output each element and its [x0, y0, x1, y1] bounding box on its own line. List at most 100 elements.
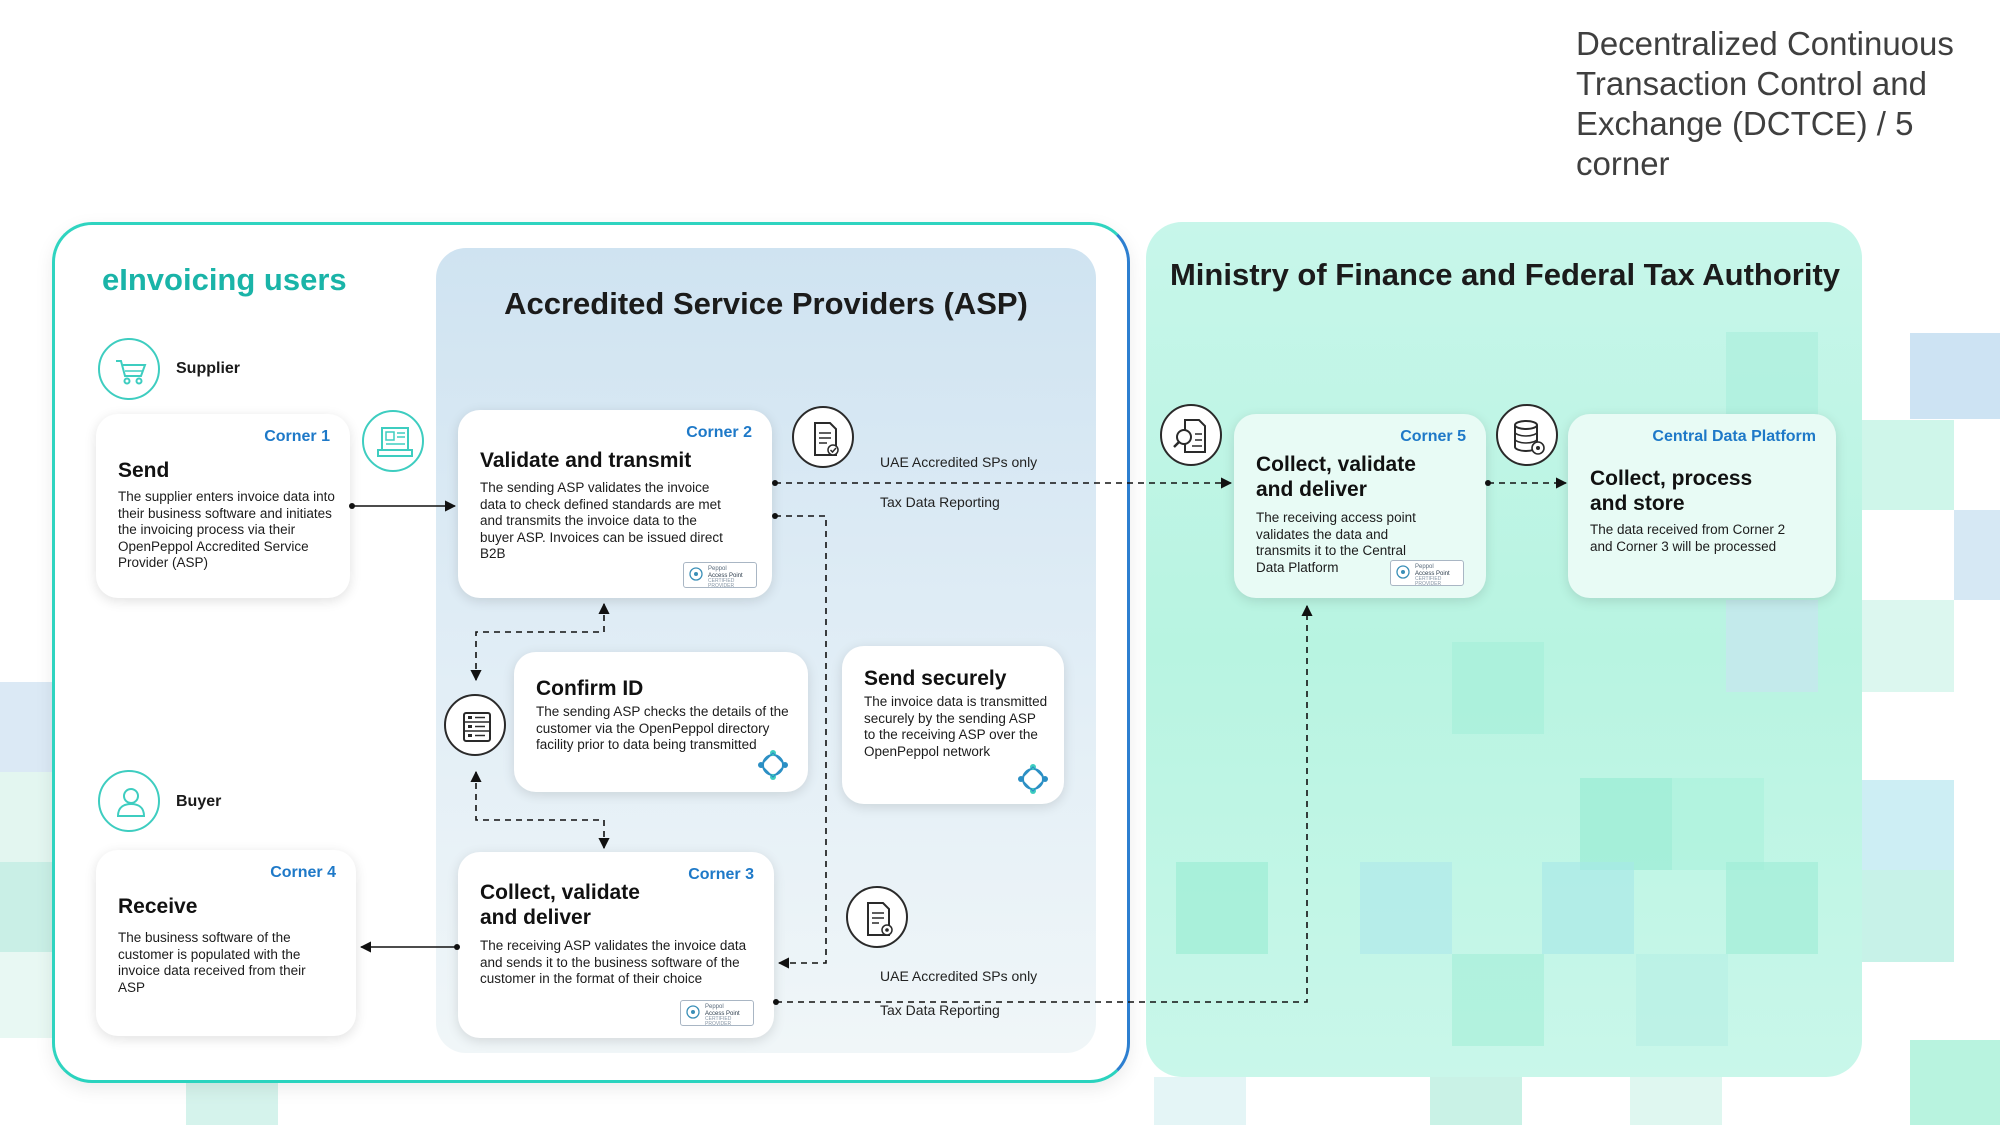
invoice-register-circle [362, 410, 424, 472]
card-title: Validate and transmit [480, 449, 692, 472]
bg-tile [1910, 333, 2000, 419]
user-icon [116, 788, 146, 817]
mof-heading: Ministry of Finance and Federal Tax Auth… [1169, 257, 1841, 292]
bg-tile [1862, 420, 1954, 510]
badge-line3: CERTIFIED PROVIDER [708, 578, 735, 589]
badge-line3: CERTIFIED PROVIDER [705, 1016, 732, 1027]
corner-label: Corner 1 [264, 428, 330, 445]
page-title: Decentralized Continuous Transaction Con… [1576, 25, 1954, 182]
send-securely-card: Send securely The invoice data is transm… [842, 646, 1064, 804]
card-title: Receive [118, 895, 198, 918]
buyer-label: Buyer [176, 793, 222, 810]
card-title: Collect, validate and deliver [1256, 453, 1416, 501]
bg-tile [1726, 332, 1818, 424]
bg-tile [1636, 954, 1728, 1046]
badge-line1: Peppol [1415, 564, 1434, 570]
validate-transmit-card: Corner 2 Validate and transmit The sendi… [458, 410, 772, 598]
tax-data-reporting-note: Tax Data Reporting [880, 494, 1000, 510]
database-gear-icon [1514, 420, 1545, 455]
card-title: Collect, validate and deliver [480, 881, 640, 929]
peppol-badge: Peppol Access Point CERTIFIED PROVIDER [683, 562, 757, 589]
document-gear-icon [867, 902, 893, 936]
bg-tile [1154, 1077, 1246, 1125]
send-card: Corner 1 Send The supplier enters invoic… [96, 414, 350, 598]
network-icon [758, 750, 788, 780]
card-title: Send [118, 459, 170, 482]
bg-tile [1452, 642, 1544, 734]
bg-tile [186, 1077, 278, 1125]
bg-tile [0, 772, 52, 862]
badge-line2: Access Point [1415, 571, 1450, 577]
card-description: The receiving access point validates the… [1256, 510, 1416, 575]
collect-validate-card-c5: Corner 5 Collect, validate and deliver T… [1234, 414, 1486, 598]
document-check-icon [814, 422, 839, 456]
bg-tile [0, 952, 52, 1038]
badge-line1: Peppol [705, 1004, 724, 1010]
corner-label: Corner 5 [1400, 428, 1466, 445]
peppol-logo-icon [689, 567, 703, 581]
address-book-circle [444, 694, 506, 756]
document-search-circle [1160, 404, 1222, 466]
network-icon [1018, 764, 1048, 794]
card-description: The sending ASP validates the invoice da… [480, 480, 723, 562]
card-title: Send securely [864, 667, 1007, 690]
peppol-badge: Peppol Access Point CERTIFIED PROVIDER [1390, 560, 1464, 587]
bg-tile [1542, 862, 1634, 954]
bg-tile [1726, 600, 1818, 692]
peppol-logo-icon [686, 1005, 700, 1019]
corner-label: Central Data Platform [1652, 428, 1816, 445]
card-description: The data received from Corner 2 and Corn… [1590, 522, 1786, 554]
database-gear-circle [1496, 404, 1558, 466]
card-title: Confirm ID [536, 677, 644, 700]
buyer-circle [98, 770, 160, 832]
supplier-circle [98, 338, 160, 400]
uae-accredited-note: UAE Accredited SPs only [880, 968, 1038, 984]
badge-line3: CERTIFIED PROVIDER [1415, 576, 1442, 587]
bg-tile [1176, 862, 1268, 954]
collect-validate-card-c3: Corner 3 Collect, validate and deliver T… [458, 852, 774, 1038]
bg-tile [1630, 1077, 1722, 1125]
card-description: The receiving ASP validates the invoice … [480, 938, 747, 987]
uae-accredited-note: UAE Accredited SPs only [880, 454, 1038, 470]
card-title: Collect, process and store [1590, 467, 1753, 515]
peppol-badge: Peppol Access Point CERTIFIED PROVIDER [680, 1000, 754, 1027]
einvoicing-users-heading: eInvoicing users [102, 262, 347, 297]
bg-tile [1862, 780, 1954, 872]
card-description: The invoice data is transmitted securely… [864, 694, 1048, 759]
bg-tile [0, 682, 52, 772]
document-check-circle [792, 406, 854, 468]
confirm-id-card: Confirm ID The sending ASP checks the de… [514, 652, 808, 792]
address-book-icon [463, 712, 491, 742]
supplier-label: Supplier [176, 360, 241, 377]
corner-label: Corner 3 [688, 866, 754, 883]
corner-label: Corner 2 [686, 424, 752, 441]
card-description: The sending ASP checks the details of th… [536, 704, 789, 753]
document-gear-circle [846, 886, 908, 948]
bg-tile [1672, 778, 1764, 870]
mof-panel [1146, 222, 1862, 1077]
invoice-register-icon [377, 427, 413, 457]
bg-tile [1862, 600, 1954, 692]
bg-tile [1862, 870, 1954, 962]
shopping-cart-icon [116, 360, 147, 385]
peppol-logo-icon [1396, 565, 1410, 579]
bg-tile [1726, 862, 1818, 954]
bg-tile [1430, 1077, 1522, 1125]
central-data-platform-card: Central Data Platform Collect, process a… [1568, 414, 1836, 598]
bg-tile [1910, 1040, 2000, 1125]
corner-label: Corner 4 [270, 864, 336, 881]
bg-tile [1954, 510, 2000, 600]
bg-tile [1360, 862, 1452, 954]
bg-tile [1580, 778, 1672, 870]
badge-line2: Access Point [708, 573, 743, 579]
card-description: The business software of the customer is… [118, 930, 306, 995]
tax-data-reporting-note: Tax Data Reporting [880, 1002, 1000, 1018]
card-description: The supplier enters invoice data into th… [118, 489, 335, 571]
bg-tile [0, 862, 52, 952]
asp-heading: Accredited Service Providers (ASP) [504, 286, 1028, 321]
badge-line2: Access Point [705, 1011, 740, 1017]
receive-card: Corner 4 Receive The business software o… [96, 850, 356, 1036]
badge-line1: Peppol [708, 566, 727, 572]
bg-tile [1452, 954, 1544, 1046]
document-search-icon [1173, 419, 1206, 453]
